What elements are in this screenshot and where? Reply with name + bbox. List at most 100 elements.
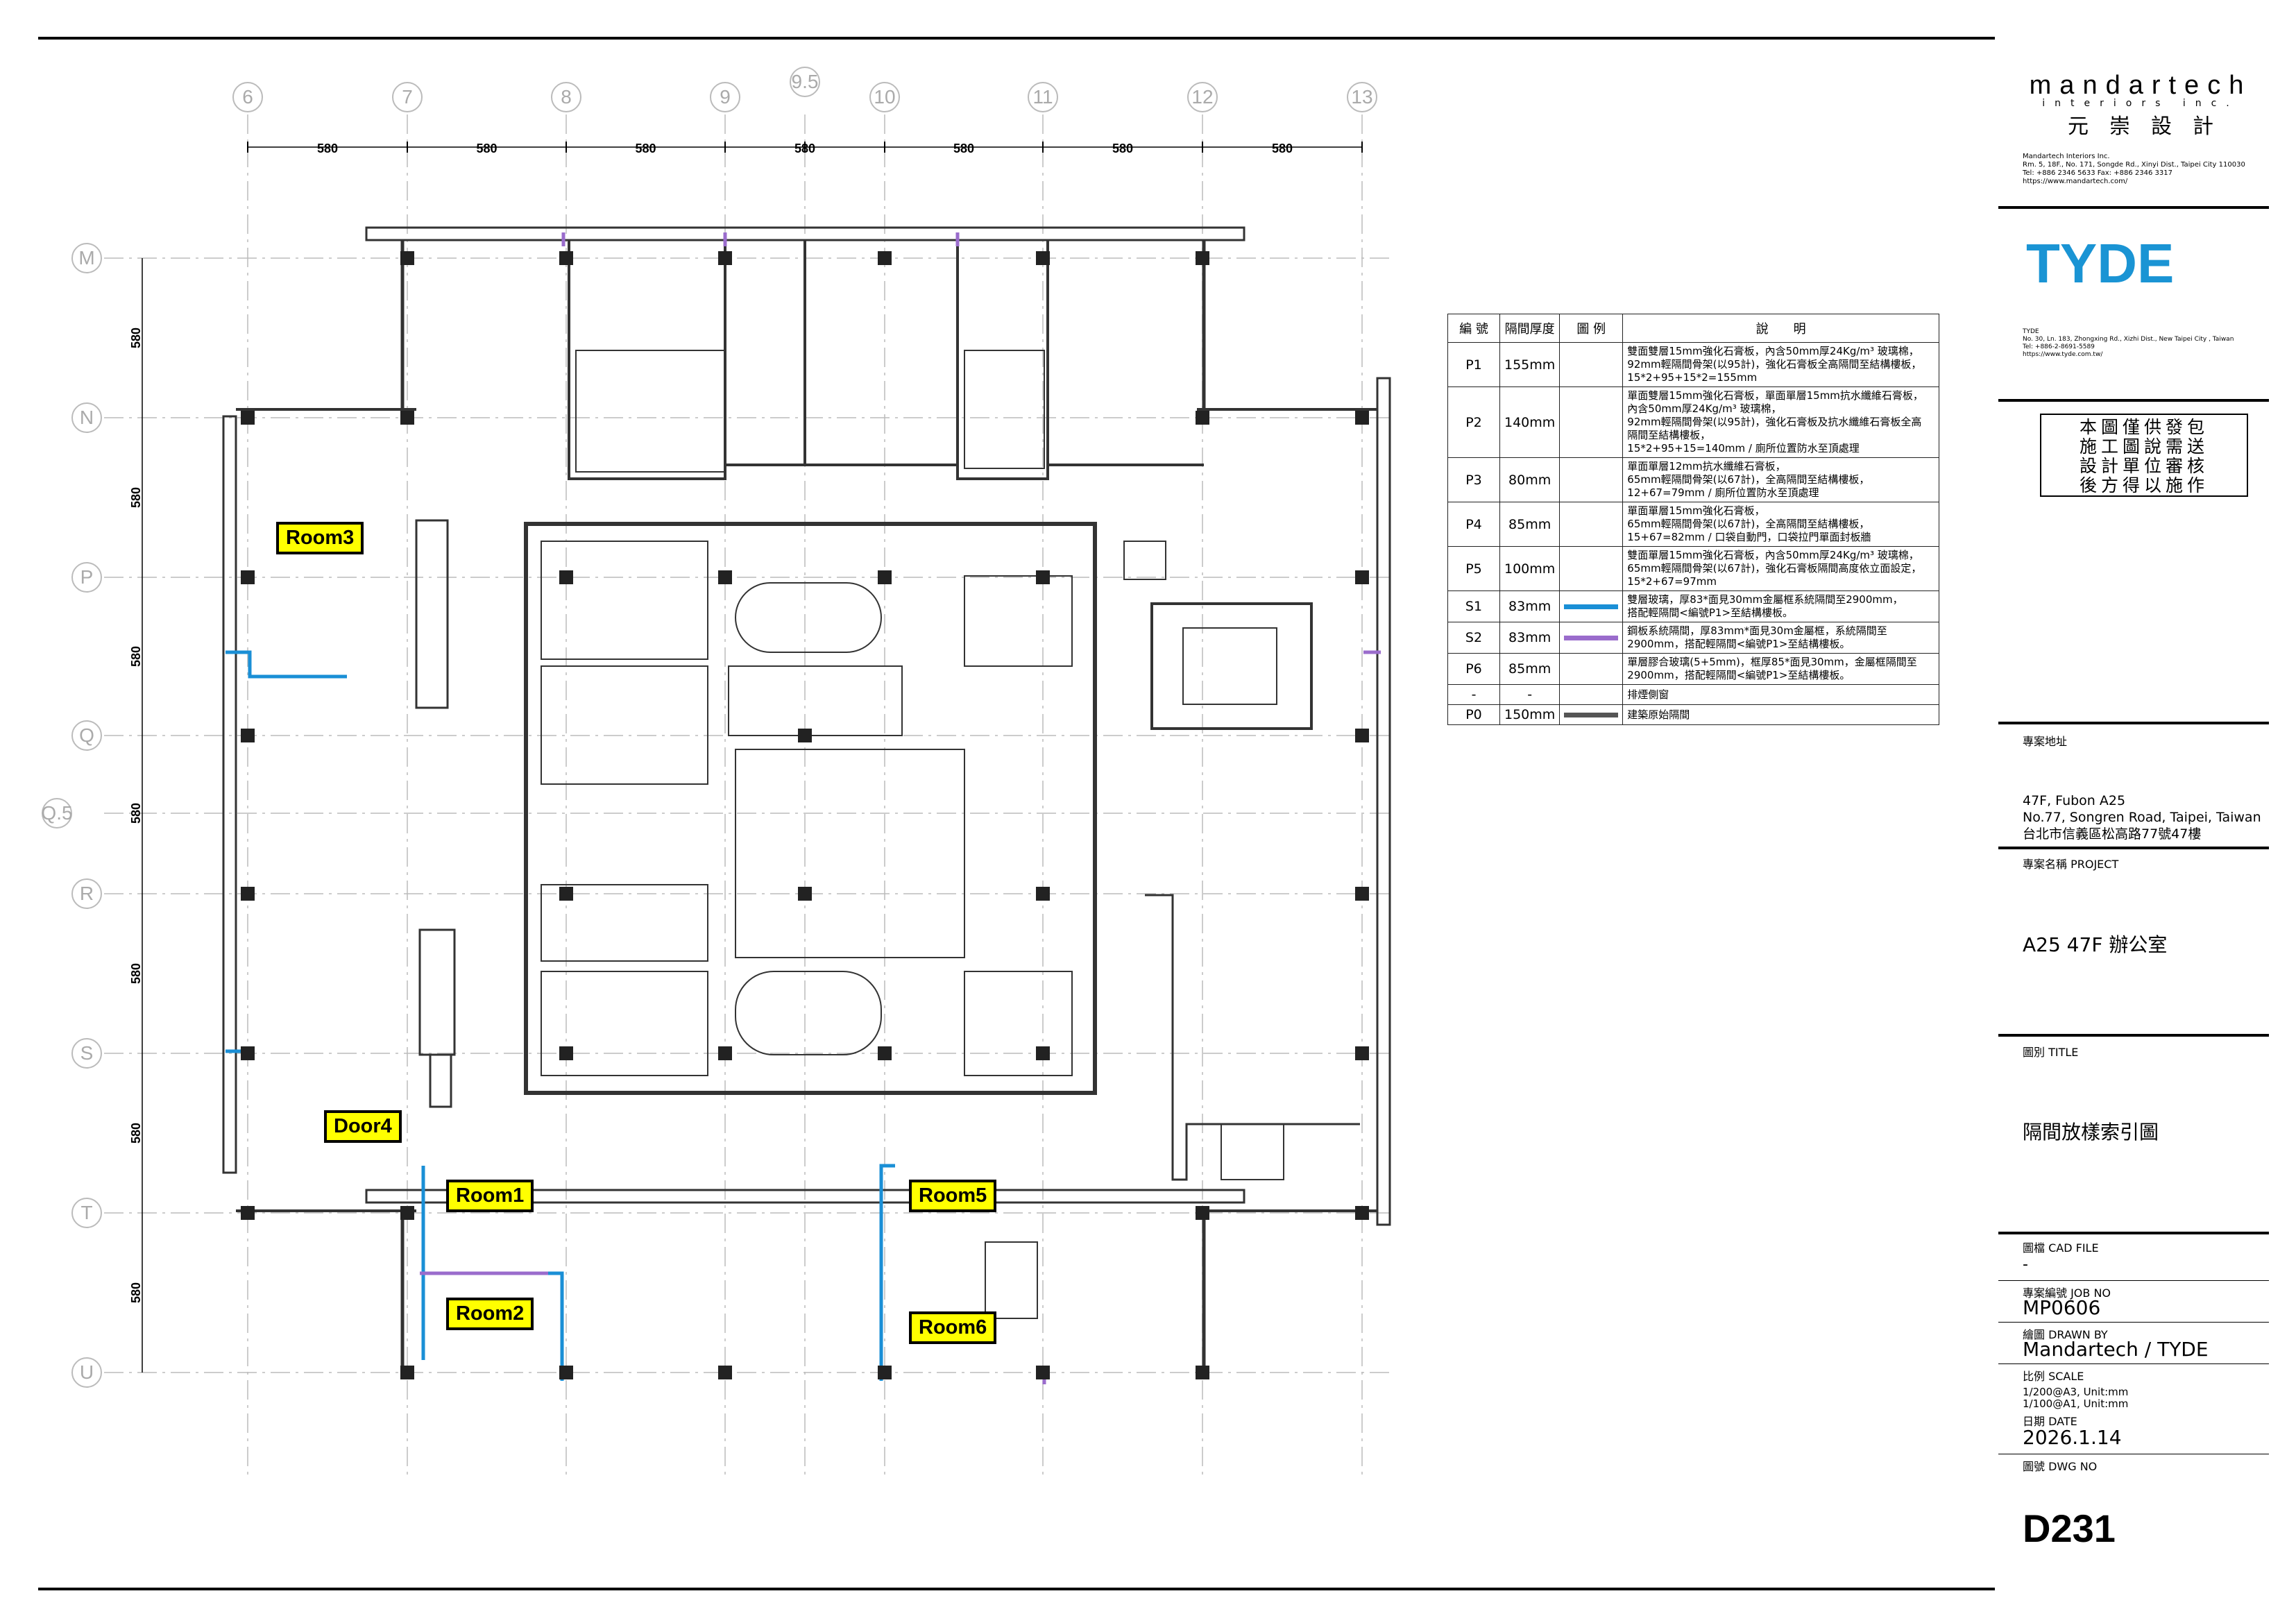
legend-header-swatch: 圖 例 [1559, 314, 1624, 343]
legend-swatch [1559, 653, 1624, 685]
title-label: 圖別 TITLE [2023, 1046, 2079, 1059]
legend-description: 雙面雙層15mm強化石膏板，內含50mm厚24Kg/m³ 玻璃棉，92mm輕隔間… [1622, 342, 1939, 387]
grid-bubble-col [392, 82, 423, 112]
notice-box: 本圖僅供發包 施工圖說需送 設計單位審核 後方得以施作 [2040, 414, 2248, 497]
grid-label-col: 12 [1191, 86, 1213, 108]
structural-column [241, 1206, 255, 1220]
grid-bubble-row [71, 878, 102, 909]
structural-column [400, 411, 414, 425]
legend-thickness: 150mm [1499, 704, 1561, 725]
tb-divider [1998, 1280, 2269, 1281]
grid-label-row: R [80, 883, 94, 904]
structural-column [718, 1046, 732, 1060]
company-line: Tel: +886 2346 5633 Fax: +886 2346 3317 [2023, 169, 2172, 177]
structural-column [1036, 887, 1050, 901]
structural-column [241, 570, 255, 584]
legend-swatch-line [1564, 604, 1619, 609]
grid-bubble-col [551, 82, 581, 112]
scale-values: 1/200@A3, Unit:mm 1/100@A1, Unit:mm [2023, 1386, 2128, 1410]
client-line: Tel: +886-2-8691-5589 [2023, 343, 2095, 350]
client-logo: TYDE [2026, 232, 2175, 294]
grid-bubble-row [71, 243, 102, 273]
grid-bubble-col [1347, 82, 1377, 112]
grid-label-row: N [80, 407, 94, 428]
legend-description-line: 鋼板系統隔間，厚83mm*面見30m金屬框，系統隔間至 [1627, 624, 1887, 637]
legend-thickness: 83mm [1499, 590, 1561, 622]
structural-column [1355, 1046, 1369, 1060]
structural-column [1355, 1206, 1369, 1220]
lower-right-rooms [985, 894, 1360, 1319]
dim-label-row: 580 [129, 328, 143, 348]
cad-label: 圖檔 CAD FILE [2023, 1241, 2099, 1255]
project-name: A25 47F 辦公室 [2023, 933, 2168, 956]
legend-description-line: 15+67=82mm / 口袋自動門，口袋拉門單面封板牆 [1627, 531, 1871, 543]
company-line: Mandartech Interiors Inc. [2023, 153, 2110, 160]
legend-thickness: 140mm [1499, 386, 1561, 458]
notice-line: 設計單位審核 [2079, 456, 2209, 476]
structural-column [878, 251, 892, 265]
upper-rooms [568, 239, 1204, 480]
building-envelope [222, 226, 1391, 1374]
drawing-title: 隔間放樣索引圖 [2023, 1121, 2159, 1144]
structural-column [798, 887, 812, 901]
legend-description-line: 65mm輕隔間骨架(以67計)，全高隔間至結構樓板， [1627, 473, 1870, 486]
grid-label-col: 8 [561, 86, 572, 108]
dim-label-row: 580 [129, 803, 143, 824]
structural-columns [241, 251, 1369, 1379]
legend-thickness: - [1499, 684, 1561, 705]
grid-bubble-col [790, 67, 820, 97]
legend-description-line: 排煙側窗 [1627, 688, 1669, 701]
address-line: 47F, Fubon A25 [2023, 793, 2126, 808]
dim-label-row: 580 [129, 1282, 143, 1303]
client-line: TYDE [2023, 328, 2039, 335]
grid-label-col: 9 [720, 86, 731, 108]
legend-description-line: 12+67=79mm / 廁所位置防水至頂處理 [1627, 486, 1819, 499]
grid-bubble-row [71, 720, 102, 751]
tb-divider [1998, 847, 2269, 849]
brand-chinese: 元 崇 設 計 [2068, 114, 2213, 139]
tb-divider [1998, 206, 2269, 209]
legend-code: P6 [1447, 653, 1500, 685]
room-tag-room6: Room6 [909, 1311, 997, 1344]
grid-bubble-col [1187, 82, 1218, 112]
structural-column [718, 251, 732, 265]
room-tag-room2: Room2 [446, 1298, 534, 1330]
dim-label-col: 580 [1272, 142, 1293, 155]
legend-swatch-line [1564, 712, 1619, 717]
grid-label-row: Q [79, 724, 94, 746]
legend-swatch [1559, 342, 1624, 387]
structural-column [878, 1046, 892, 1060]
tb-divider [1998, 1363, 2269, 1364]
legend-thickness: 155mm [1499, 342, 1561, 387]
company-line: https://www.mandartech.com/ [2023, 178, 2128, 185]
legend-description-line: 單面單層15mm強化石膏板， [1627, 504, 1765, 517]
notice-line: 後方得以施作 [2079, 475, 2209, 495]
dim-label-row: 580 [129, 963, 143, 984]
legend-swatch [1559, 386, 1624, 458]
room-tag-room5: Room5 [909, 1180, 997, 1212]
dim-label-col: 580 [635, 142, 656, 155]
legend-swatch [1559, 502, 1624, 547]
structural-column [559, 570, 573, 584]
address-line: No.77, Songren Road, Taipei, Taiwan [2023, 810, 2261, 825]
client-line: https://www.tyde.com.tw/ [2023, 351, 2103, 358]
dim-label-row: 580 [129, 487, 143, 508]
legend-code: S2 [1447, 622, 1500, 654]
grid-bubble-row [71, 1038, 102, 1069]
structural-column [559, 1046, 573, 1060]
tb-divider [1998, 1232, 2269, 1234]
legend-description: 排煙側窗 [1622, 684, 1939, 705]
legend-description-line: 隔間至結構樓板， [1627, 429, 1711, 441]
grid-label-row: P [80, 566, 94, 588]
legend-code: P3 [1447, 457, 1500, 502]
grid-label-row: Q.5 [41, 802, 72, 824]
legend-description-line: 2900mm，搭配輕隔間<編號P1>至結構樓板。 [1627, 638, 1851, 650]
legend-description-line: 雙面雙層15mm強化石膏板，內含50mm厚24Kg/m³ 玻璃棉， [1627, 345, 1919, 357]
project-address: 47F, Fubon A25 No.77, Songren Road, Taip… [2023, 792, 2261, 842]
grid-label-col: 10 [874, 86, 895, 108]
